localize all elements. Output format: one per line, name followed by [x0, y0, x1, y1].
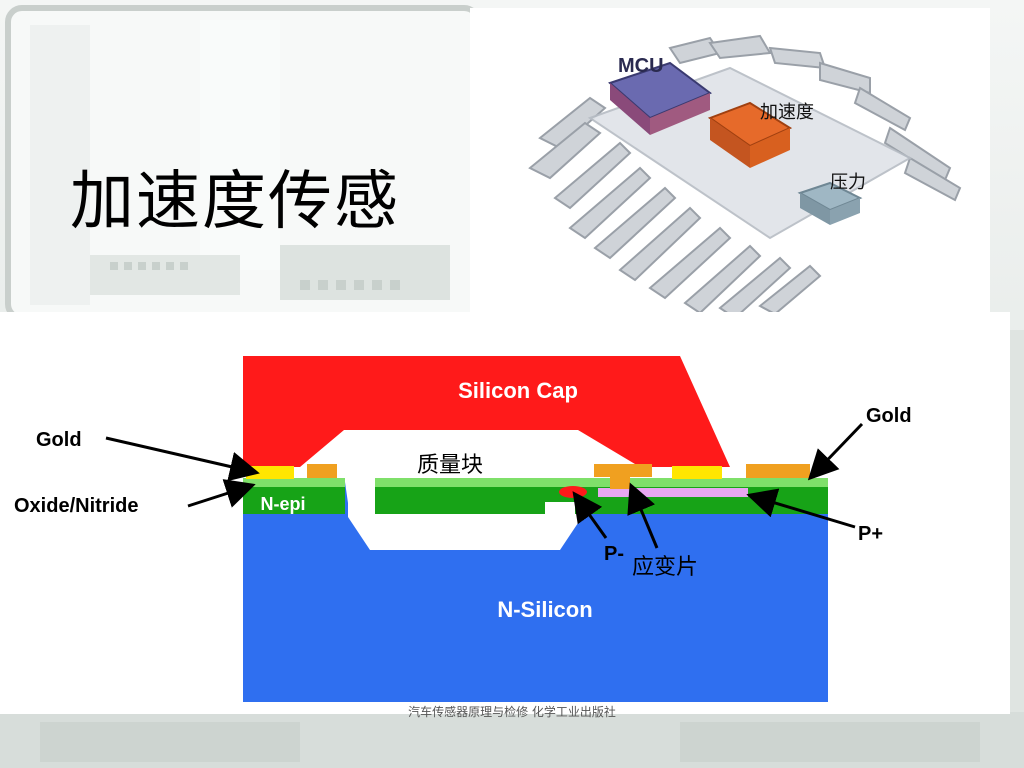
arrow-gold-right: [807, 422, 864, 481]
arrow-strain-gauge: [627, 482, 659, 549]
oxide-nitride-label: Oxide/Nitride: [14, 495, 138, 517]
n-epi-label: N-epi: [261, 494, 306, 514]
slide-footer: 汽车传感器原理与检修 化学工业出版社: [408, 705, 616, 719]
n-silicon-substrate: [243, 482, 828, 702]
strain-gauge-label: 应变片: [632, 555, 698, 580]
cavity: [345, 482, 575, 550]
metal-pad-4: [746, 464, 810, 478]
metal-pad-3: [610, 475, 630, 489]
n-epi-left: [243, 484, 345, 514]
metal-pad-1: [307, 464, 337, 478]
mcu-die: [608, 61, 712, 135]
gold-bond-right: [672, 466, 722, 479]
metal-pad-2: [594, 464, 652, 477]
oxide-right: [575, 478, 828, 487]
chip-module-illustration: MCU 加速度 压力: [470, 8, 990, 326]
pressure-label: 压力: [830, 172, 866, 193]
mcu-label: MCU: [618, 55, 664, 77]
arrow-gold-left: [105, 436, 260, 482]
oxide-left: [243, 478, 345, 487]
n-epi-proof-mass: [375, 484, 575, 514]
arrow-p-minus: [572, 491, 608, 539]
silicon-cap: [243, 356, 730, 467]
slide-title: 加速度传感: [70, 165, 400, 239]
arrow-p-plus: [746, 488, 856, 529]
p-minus-label: P-: [604, 543, 624, 565]
lead-frame: [528, 34, 962, 320]
arrow-oxide: [187, 479, 256, 508]
oxide-mass: [375, 478, 575, 487]
p-plus-label: P+: [858, 523, 883, 545]
gold-label-left: Gold: [36, 429, 82, 451]
pressure-sensor-die: [797, 181, 863, 225]
accelerometer-die: [707, 101, 793, 168]
silicon-cap-label: Silicon Cap: [458, 378, 578, 403]
p-plus-region: [598, 488, 748, 497]
proof-mass-label: 质量块: [417, 453, 483, 478]
gold-label-right: Gold: [866, 405, 912, 427]
accel-label: 加速度: [760, 102, 814, 123]
mems-cross-section-diagram: Silicon Cap 质量块 N-epi N-Silicon Gold Oxi…: [0, 312, 1010, 714]
n-silicon-label: N-Silicon: [497, 597, 592, 622]
p-minus-region: [559, 486, 587, 498]
